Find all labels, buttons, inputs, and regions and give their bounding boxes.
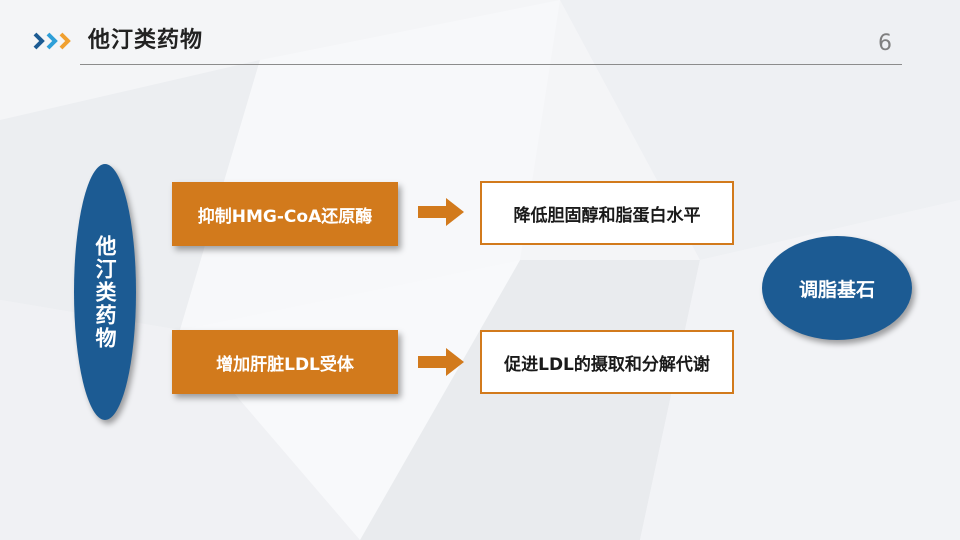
effect-label-2: 促进LDL的摄取和分解代谢 bbox=[504, 354, 710, 375]
mechanism-label-2: 增加肝脏LDL受体 bbox=[216, 354, 354, 375]
effect-box-2: 促进LDL的摄取和分解代谢 bbox=[480, 330, 734, 394]
header-divider bbox=[80, 64, 902, 65]
right-arrow-icon bbox=[418, 198, 464, 226]
right-arrow-icon bbox=[418, 348, 464, 376]
drug-class-label: 他汀类药物 bbox=[93, 234, 117, 350]
triple-chevron-icon bbox=[33, 32, 71, 50]
effect-box-1: 降低胆固醇和脂蛋白水平 bbox=[480, 181, 734, 245]
drug-class-oval: 他汀类药物 bbox=[74, 164, 136, 420]
effect-label-1: 降低胆固醇和脂蛋白水平 bbox=[513, 205, 701, 226]
page-number: 6 bbox=[878, 31, 892, 56]
mechanism-box-2: 增加肝脏LDL受体 bbox=[172, 330, 398, 394]
summary-circle: 调脂基石 bbox=[762, 236, 912, 340]
mechanism-label-1: 抑制HMG-CoA还原酶 bbox=[197, 206, 373, 227]
page-title: 他汀类药物 bbox=[88, 28, 204, 53]
summary-label: 调脂基石 bbox=[798, 278, 875, 301]
mechanism-box-1: 抑制HMG-CoA还原酶 bbox=[172, 182, 398, 246]
